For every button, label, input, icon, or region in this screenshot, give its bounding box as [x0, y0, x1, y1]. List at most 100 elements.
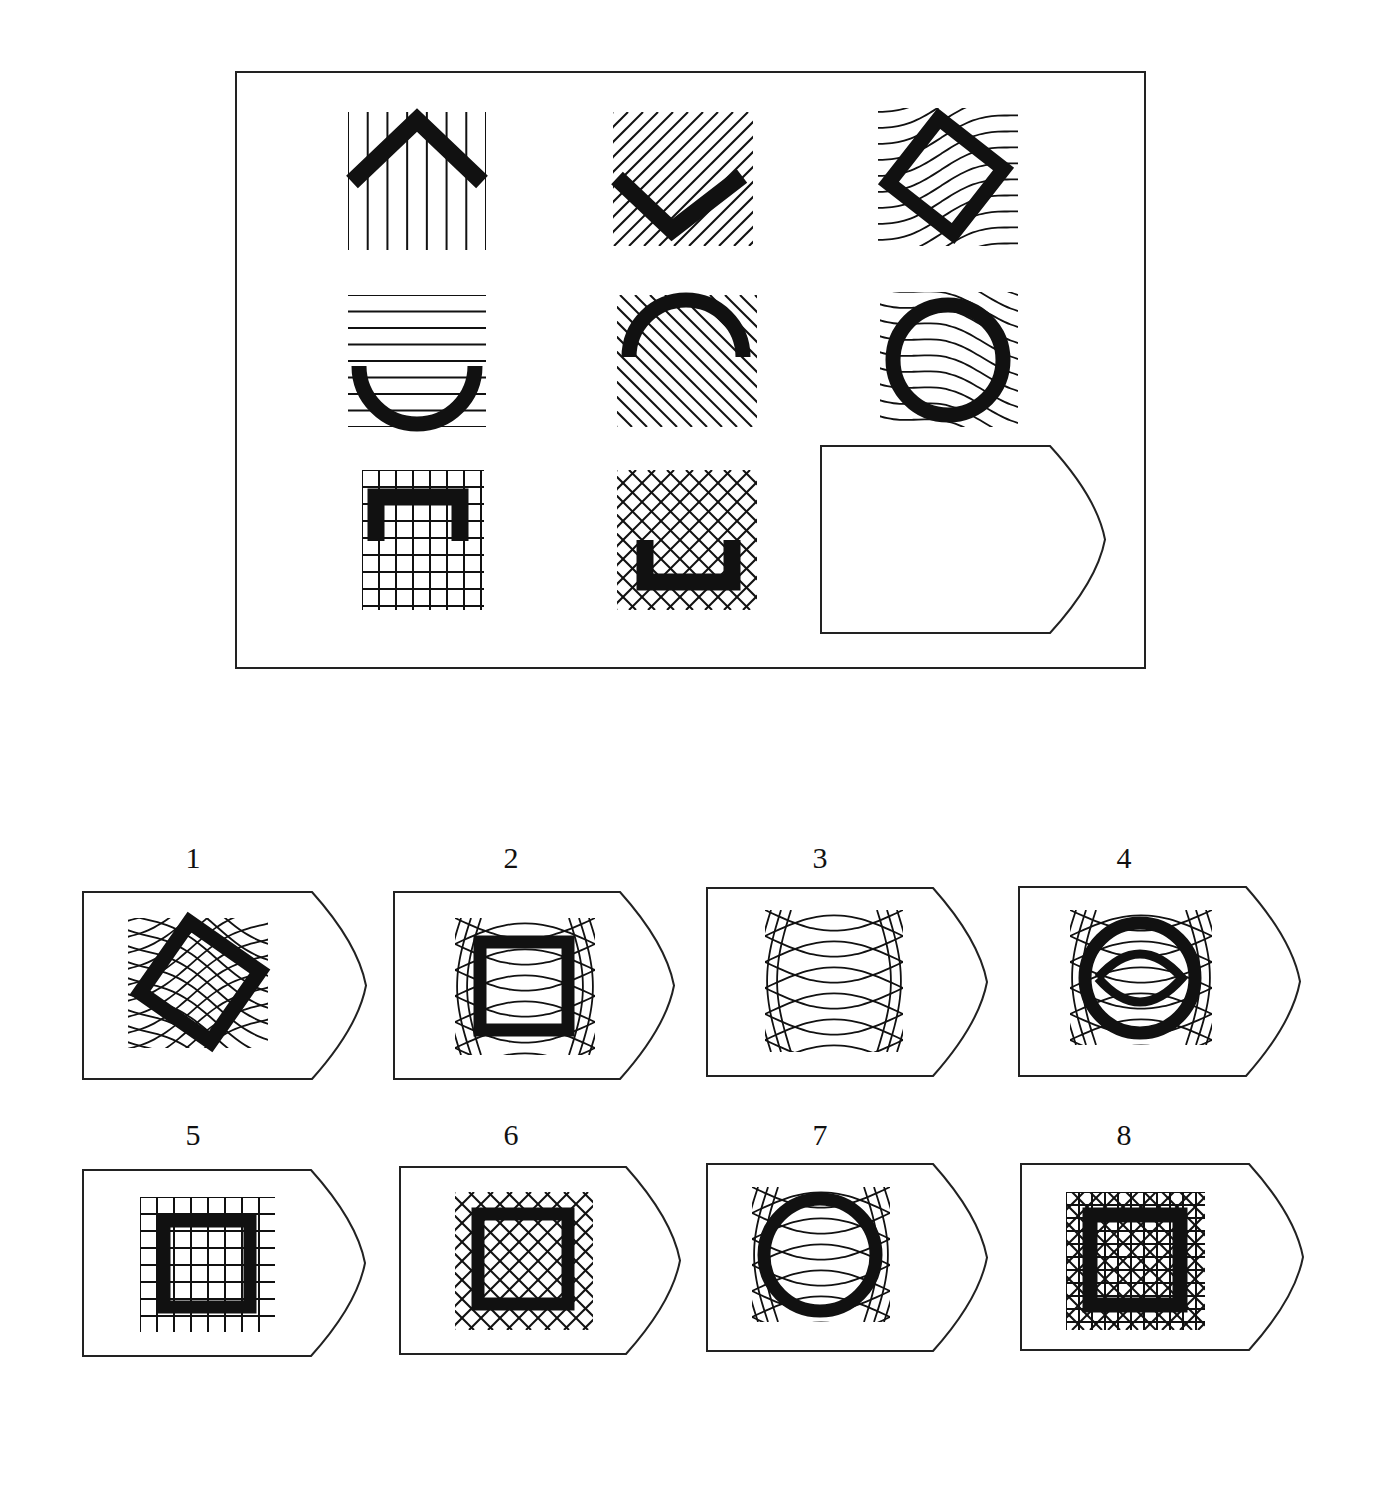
answer-card — [83, 1170, 365, 1356]
texture — [348, 112, 486, 250]
hatch-line — [1090, 1192, 1205, 1330]
hatch-line — [650, 295, 757, 427]
hatch-line — [362, 588, 484, 590]
hatch-line — [617, 295, 707, 427]
hatch-line — [362, 571, 484, 573]
hatch-curve — [765, 962, 903, 983]
texture — [752, 1187, 890, 1322]
hatch-curve — [765, 910, 771, 1052]
hatch-line — [469, 1192, 593, 1330]
hatch-line — [1066, 1192, 1192, 1330]
texture — [1066, 1192, 1205, 1330]
hatch-curve — [878, 108, 1018, 112]
square-ring — [888, 118, 1003, 233]
texture — [128, 918, 268, 1048]
hatch-curve — [1070, 1040, 1212, 1045]
hatch-line — [665, 295, 757, 427]
square-ring — [478, 1214, 568, 1304]
hatch-curve — [579, 918, 593, 1055]
hatch-curve — [765, 1045, 903, 1052]
texture — [617, 470, 757, 610]
chevron-shape — [352, 120, 482, 182]
texture — [765, 910, 903, 1052]
hatch-line — [348, 112, 349, 250]
hatch-line — [348, 295, 486, 296]
hatch-curve — [765, 941, 903, 962]
square-ring — [480, 942, 568, 1030]
hatch-line — [1072, 1192, 1205, 1330]
hatch-line — [367, 112, 369, 250]
hatch-curve — [887, 910, 901, 1052]
circle-ring — [764, 1199, 876, 1311]
hatch-line — [1066, 1192, 1192, 1330]
texture — [613, 112, 753, 246]
hatch-line — [617, 470, 731, 610]
hatch-line — [348, 344, 486, 346]
option-number: 7 — [813, 1120, 828, 1150]
circle-ring — [1085, 923, 1195, 1033]
answer-card — [707, 1164, 987, 1351]
texture — [455, 918, 595, 1055]
answer-card — [400, 1167, 680, 1354]
answer-card — [1021, 1164, 1303, 1350]
hatch-curve — [777, 910, 791, 1052]
hatch-curve — [877, 910, 891, 1052]
hatch-line — [446, 112, 448, 250]
hatch-curve — [589, 918, 595, 1055]
option-number: 8 — [1117, 1120, 1132, 1150]
lens-shape — [1098, 954, 1182, 1002]
hatch-line — [362, 554, 484, 556]
circle-ring — [893, 305, 1003, 415]
hatch-curve — [752, 1317, 890, 1322]
semicircle-shape — [359, 366, 475, 424]
hatch-line — [455, 1192, 569, 1330]
hatch-line — [348, 360, 486, 362]
option-number: 6 — [504, 1120, 519, 1150]
hatch-curve — [767, 910, 781, 1052]
hatch-line — [614, 112, 748, 246]
hatch-curve — [1070, 910, 1076, 1045]
answer-card — [707, 888, 987, 1076]
option-number: 5 — [186, 1120, 201, 1150]
option-number: 1 — [186, 843, 201, 873]
texture — [455, 1192, 593, 1330]
answer-card — [1019, 887, 1300, 1076]
hatch-curve — [765, 936, 903, 957]
hatch-line — [1090, 1192, 1205, 1330]
hatch-line — [743, 470, 757, 610]
hatch-line — [455, 1192, 569, 1330]
hatch-line — [348, 327, 486, 329]
hatch-curve — [1206, 910, 1212, 1045]
hatch-curve — [752, 1187, 758, 1322]
arc-shape — [629, 300, 743, 357]
hatch-line — [485, 112, 486, 250]
hatch-line — [583, 1192, 593, 1330]
texture — [880, 292, 1018, 427]
hatch-line — [1198, 1192, 1205, 1330]
matrix-frame — [236, 72, 1145, 668]
hatch-line — [362, 605, 484, 607]
square-ring — [140, 922, 260, 1042]
hatch-curve — [884, 1187, 890, 1322]
hatch-line — [362, 470, 484, 471]
hatch-curve — [765, 967, 903, 988]
hatch-line — [140, 1315, 275, 1317]
hatch-line — [1066, 1192, 1205, 1193]
hatch-line — [629, 470, 757, 610]
hatch-line — [617, 470, 750, 610]
hatch-line — [348, 311, 486, 313]
hatch-line — [465, 112, 467, 250]
hatch-line — [1072, 1192, 1205, 1330]
bracket-shape — [645, 540, 732, 582]
square-ring — [1090, 1215, 1180, 1305]
option-number: 4 — [1117, 843, 1132, 873]
hatch-line — [617, 470, 750, 610]
hatch-line — [740, 295, 757, 427]
hatch-curve — [897, 910, 903, 1052]
hatch-curve — [457, 918, 471, 1055]
hatch-curve — [455, 1053, 595, 1055]
hatch-line — [749, 112, 753, 246]
option-number: 3 — [813, 843, 828, 873]
